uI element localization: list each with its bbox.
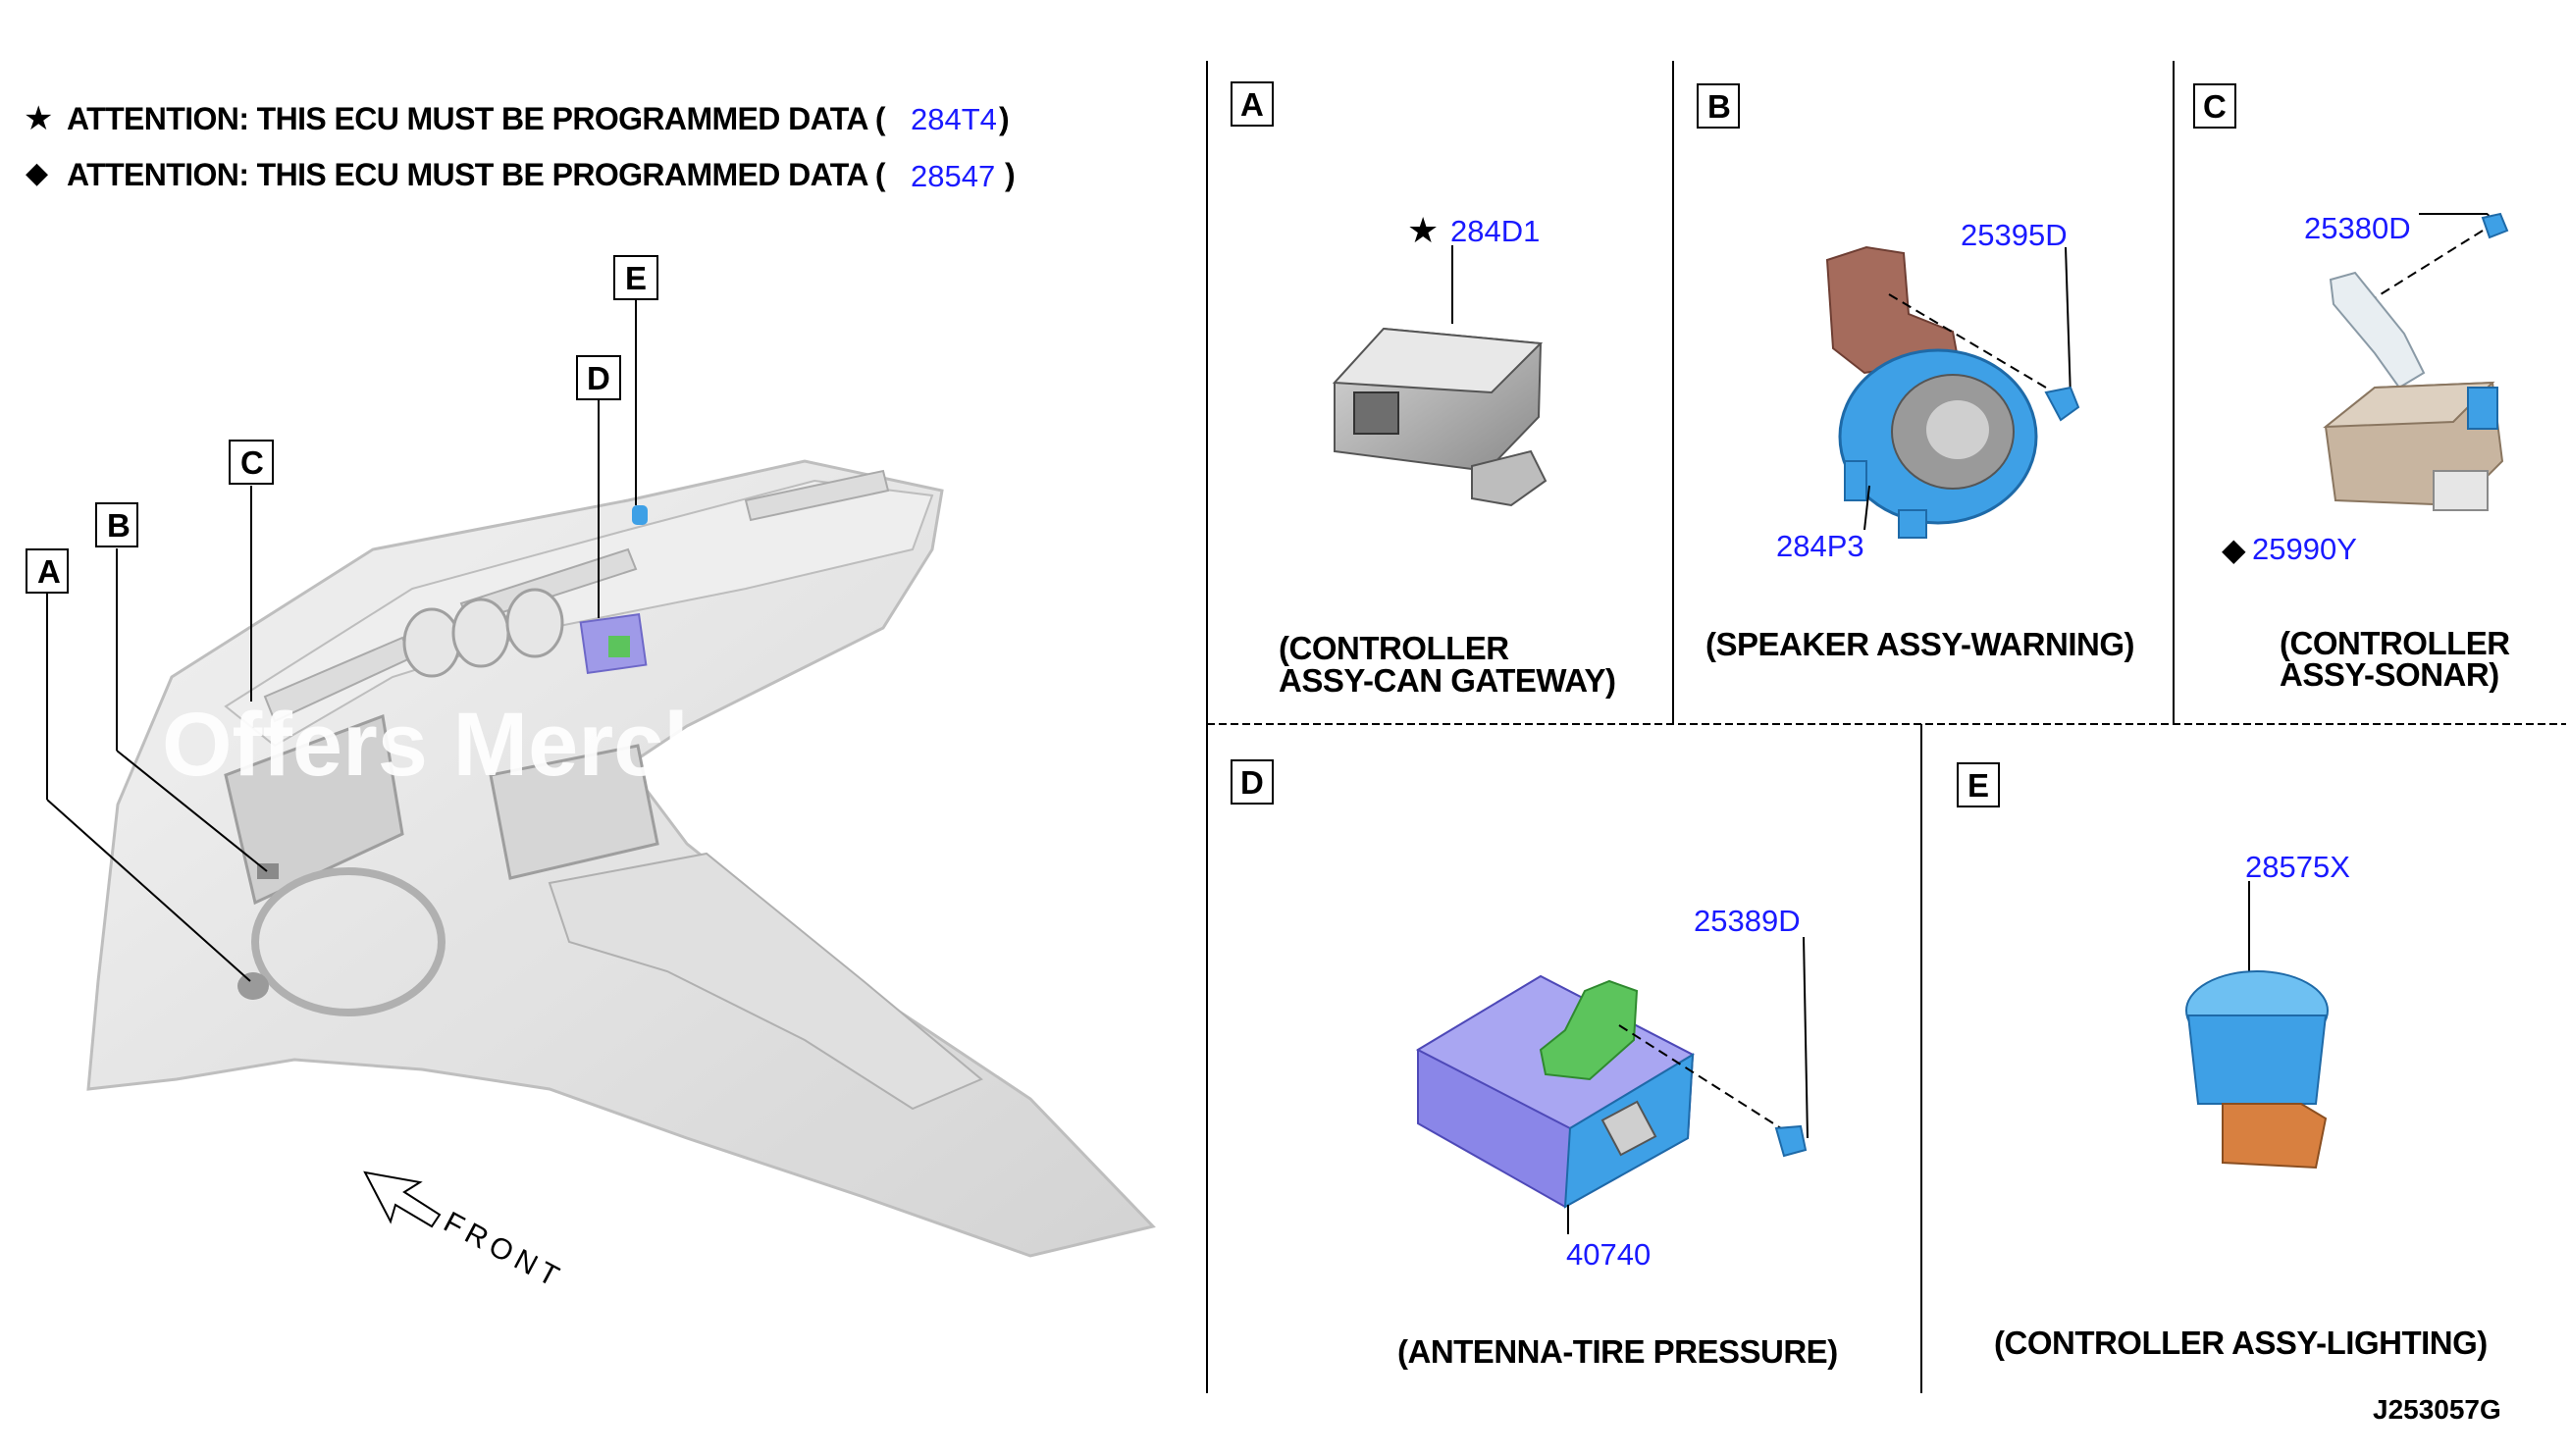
panel-c: C 25380D ◆ 25990Y (CONTROLLER ASSY-SONAR… — [2193, 83, 2511, 693]
dashboard-overview — [86, 459, 1156, 1258]
panel-a: A ★ 284D1 (CONTROLLER ASSY-CAN GATEWAY) — [1231, 81, 1616, 699]
front-arrow-icon — [363, 1170, 442, 1228]
panel-b-leader-bottom — [1863, 485, 1870, 531]
callout-box-a — [26, 548, 69, 594]
dashboard-top — [224, 479, 934, 748]
panel-d-caption: (ANTENNA-TIRE PRESSURE) — [1397, 1333, 1838, 1370]
panel-b-leader-top — [2065, 246, 2072, 398]
panel-c-diamond-symbol: ◆ — [2222, 532, 2246, 567]
panel-d-letter-box — [1231, 759, 1274, 805]
screw-25389D-icon — [1774, 1124, 1808, 1158]
speaker-bracket-icon — [1825, 245, 1960, 375]
lighting-base-icon — [2222, 1103, 2328, 1170]
panel-c-caption-line-2: ASSY-SONAR) — [2280, 656, 2499, 693]
panel-e-letter-box — [1957, 762, 2000, 807]
panel-e-part-28575X: 28575X — [2245, 850, 2350, 884]
panel-a-caption-line-1: (CONTROLLER — [1279, 630, 1509, 666]
attention-line-2-text: ATTENTION: THIS ECU MUST BE PROGRAMMED D… — [67, 157, 886, 192]
callout-box-e — [613, 255, 658, 300]
panel-c-letter-box — [2193, 83, 2236, 129]
attention-line-2-code: 28547 — [911, 159, 995, 193]
screw-25380D-icon — [2481, 212, 2509, 239]
panel-d: D 25389D 40740 (ANTENNA-TIRE PRESSURE) — [1231, 759, 1838, 1370]
tpms-bracket-location — [608, 636, 630, 657]
front-label: FRONT — [439, 1206, 569, 1296]
callout-letter-c: C — [240, 444, 264, 481]
callout-letter-a: A — [37, 553, 61, 590]
diamond-symbol: ◆ — [26, 157, 48, 189]
callout-box-c — [229, 440, 274, 485]
panel-c-part-25990Y: 25990Y — [2252, 532, 2357, 566]
attention-line-1-code: 284T4 — [911, 102, 997, 136]
attention-notes: ★ ATTENTION: THIS ECU MUST BE PROGRAMMED… — [24, 100, 1016, 193]
panel-a-letter-box — [1231, 81, 1274, 127]
drawing-id: J253057G — [2373, 1394, 2501, 1425]
screw-25395D-icon — [2044, 386, 2080, 422]
steering-wheel — [251, 867, 446, 1016]
front-indicator: FRONT — [363, 1170, 569, 1296]
panel-d-leader-top — [1803, 936, 1809, 1139]
panel-e-letter: E — [1967, 767, 1989, 804]
tpms-bracket-icon — [1539, 979, 1639, 1081]
dashboard-vent-right — [744, 469, 890, 522]
callout-letter-d: D — [587, 360, 610, 396]
panel-a-letter: A — [1240, 86, 1264, 123]
callout-box-b — [95, 502, 138, 547]
gauge-1 — [402, 607, 461, 678]
panel-a-star-symbol: ★ — [1407, 210, 1439, 250]
leader-a-diag — [46, 799, 251, 982]
panel-b-letter-box — [1697, 83, 1740, 129]
overview-callouts: A B C D E — [26, 255, 658, 982]
panel-c-part-25380D: 25380D — [2304, 211, 2411, 245]
panel-a-part-284D1: 284D1 — [1450, 214, 1540, 248]
panel-b: B 25395D 284P3 (SPEAKER ASSY-WARNING) — [1697, 83, 2134, 662]
panel-b-letter: B — [1707, 88, 1731, 125]
panel-d-letter: D — [1240, 764, 1264, 801]
panel-b-part-284P3: 284P3 — [1776, 529, 1864, 563]
panel-c-letter: C — [2203, 88, 2227, 125]
attention-line-2-close: ) — [1005, 157, 1015, 192]
watermark-text: Offers Merchant — [162, 695, 855, 795]
panel-e: E 28575X (CONTROLLER ASSY-LIGHTING) — [1957, 762, 2488, 1361]
attention-line-1-text: ATTENTION: THIS ECU MUST BE PROGRAMMED D… — [67, 101, 886, 136]
callout-letter-e: E — [625, 260, 647, 296]
callout-letter-b: B — [107, 507, 131, 544]
panel-d-part-40740: 40740 — [1566, 1237, 1651, 1272]
gauge-3 — [505, 588, 564, 658]
panel-c-caption-line-1: (CONTROLLER — [2280, 625, 2510, 661]
star-symbol: ★ — [24, 100, 53, 137]
panel-e-caption: (CONTROLLER ASSY-LIGHTING) — [1994, 1325, 2488, 1361]
lighting-location — [632, 505, 648, 525]
center-display — [489, 744, 659, 880]
center-console — [548, 852, 983, 1111]
panel-grid — [1206, 61, 2566, 1393]
panel-b-part-25395D: 25395D — [1961, 218, 2068, 252]
panel-b-caption: (SPEAKER ASSY-WARNING) — [1705, 626, 2134, 662]
sonar-bracket-icon — [2329, 271, 2426, 390]
panel-a-caption-line-2: ASSY-CAN GATEWAY) — [1279, 662, 1616, 699]
callout-box-d — [576, 355, 621, 400]
panel-d-part-25389D: 25389D — [1694, 904, 1801, 938]
attention-line-1-close: ) — [999, 101, 1009, 136]
leader-b-diag — [116, 750, 268, 872]
speaker-location — [237, 972, 269, 1000]
instrument-cluster — [224, 713, 404, 906]
gauge-2 — [451, 598, 510, 668]
